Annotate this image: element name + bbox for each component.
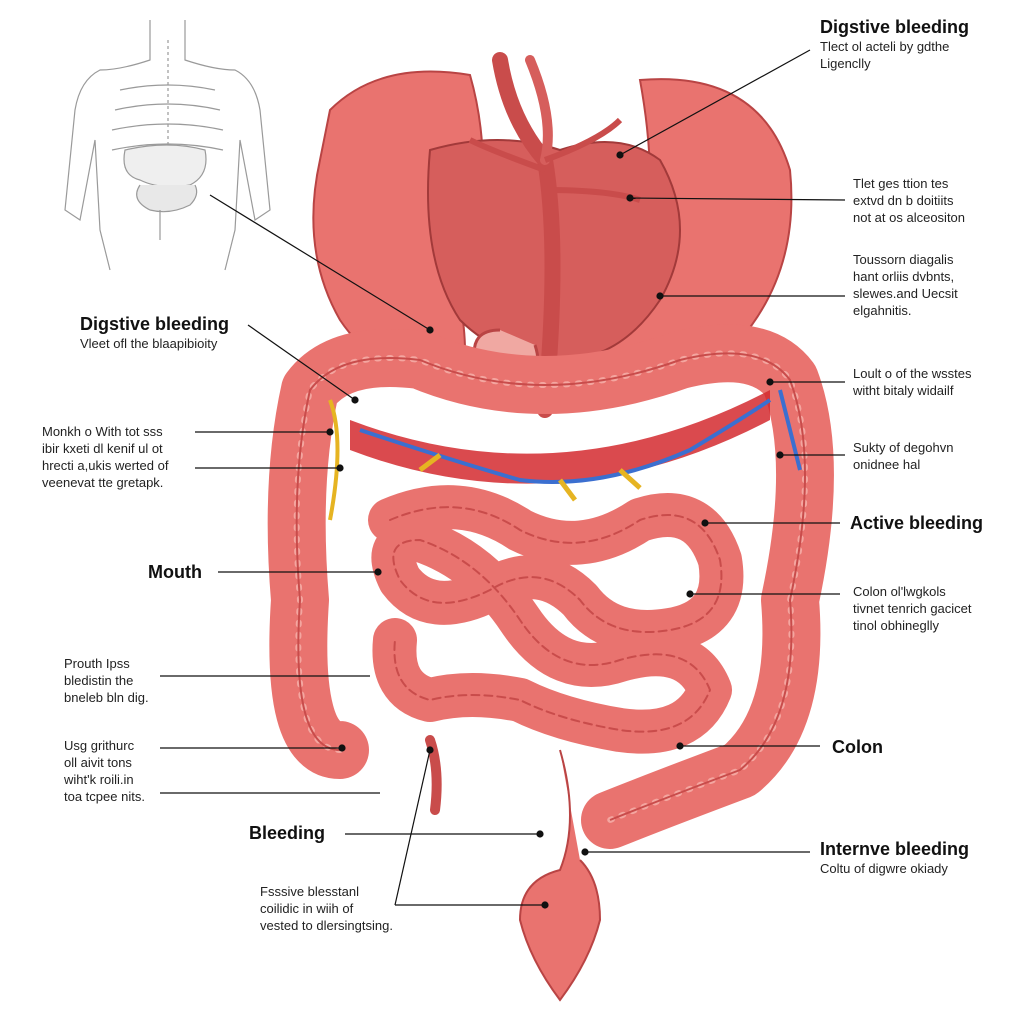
label-line: Tlet ges ttion tes (853, 176, 949, 191)
body-outline-inset (64, 20, 271, 271)
label-line: hant orliis dvbnts, (853, 268, 955, 284)
label-line: Ligenclly (820, 56, 871, 72)
label-bottom-right: Internve bleeding Coltu of digwre okiady (820, 838, 969, 878)
label-left-5: Bleeding (249, 822, 325, 845)
label-line: veenevat tte gretapk. (42, 474, 164, 490)
label-left-top: Digstive bleeding Vleet ofl the blaapibi… (80, 313, 229, 353)
rectum (425, 735, 602, 1002)
label-line: vested to dlersingtsing. (260, 917, 393, 933)
label-line: tivnet tenrich gacicet (853, 600, 972, 616)
label-line: Colon ol'lwgkols (853, 584, 946, 599)
label-line: Tlect ol acteli by gdthe (820, 39, 950, 55)
label-line: elgahnitis. (853, 302, 912, 318)
mesentery-vessels (328, 389, 802, 521)
label-title: Digstive bleeding (80, 314, 230, 334)
label-right-1: Tlet ges ttion tes extvd dn b doitiits n… (853, 176, 965, 227)
label-left-4: Usg grithurc oll aivit tons wiht'k roili… (64, 738, 145, 806)
label-line: hrecti a,ukis werted of (42, 457, 169, 473)
label-right-2: Toussorn diagalis hant orliis dvbnts, sl… (853, 252, 958, 320)
label-line: bneleb bln dig. (64, 689, 149, 705)
label-title: Digstive bleeding (820, 17, 970, 37)
label-line: Monkh o With tot sss (42, 424, 163, 439)
label-top-right: Digstive bleeding Tlect ol acteli by gdt… (820, 16, 969, 73)
label-line: Loult o of the wsstes (853, 366, 972, 381)
label-line: Coltu of digwre okiady (820, 861, 948, 877)
label-title: Bleeding (249, 823, 326, 843)
label-title: Colon (832, 737, 883, 757)
label-right-6: Colon ol'lwgkols tivnet tenrich gacicet … (853, 584, 972, 635)
label-left-3: Prouth Ipss bledistin the bneleb bln dig… (64, 656, 149, 707)
label-line: slewes.and Uecsit (853, 285, 958, 301)
appendix (425, 735, 442, 815)
leader-lines (160, 49, 846, 909)
label-left-6: Fsssive blesstanl coilidic in wiih of ve… (260, 884, 393, 935)
label-line: coilidic in wiih of (260, 900, 354, 916)
label-right-5: Active bleeding (850, 512, 983, 535)
label-line: Prouth Ipss (64, 656, 130, 671)
label-line: not at os alceositon (853, 209, 966, 225)
label-line: Fsssive blesstanl (260, 884, 359, 899)
label-right-3: Loult o of the wsstes witht bitaly widai… (853, 366, 972, 400)
label-title: Active bleeding (850, 513, 984, 533)
small-intestine (368, 485, 744, 754)
label-line: Sukty of degohvn (853, 440, 954, 455)
label-line: Vleet ofl the blaapibioity (80, 336, 218, 352)
label-line: witht bitaly widailf (853, 382, 954, 398)
label-line: Usg grithurc (64, 738, 135, 753)
label-left-2: Mouth (148, 561, 202, 584)
label-line: Toussorn diagalis (853, 252, 954, 267)
label-right-7: Colon (832, 736, 883, 759)
label-left-1: Monkh o With tot sss ibir kxeti dl kenif… (42, 424, 168, 492)
label-title: Mouth (148, 562, 202, 582)
label-title: Internve bleeding (820, 839, 970, 859)
label-line: tinol obhineglly (853, 617, 940, 633)
label-line: wiht'k roili.in (64, 771, 134, 787)
colon (267, 324, 834, 849)
upper-organs (312, 52, 793, 418)
label-line: ibir kxeti dl kenif ul ot (42, 440, 163, 456)
esophagus (492, 52, 561, 418)
label-line: bledistin the (64, 672, 134, 688)
label-line: extvd dn b doitiits (853, 192, 954, 208)
label-line: onidnee hal (853, 456, 921, 472)
label-line: toa tcpee nits. (64, 788, 145, 804)
label-right-4: Sukty of degohvn onidnee hal (853, 440, 953, 474)
label-line: oll aivit tons (64, 754, 132, 770)
